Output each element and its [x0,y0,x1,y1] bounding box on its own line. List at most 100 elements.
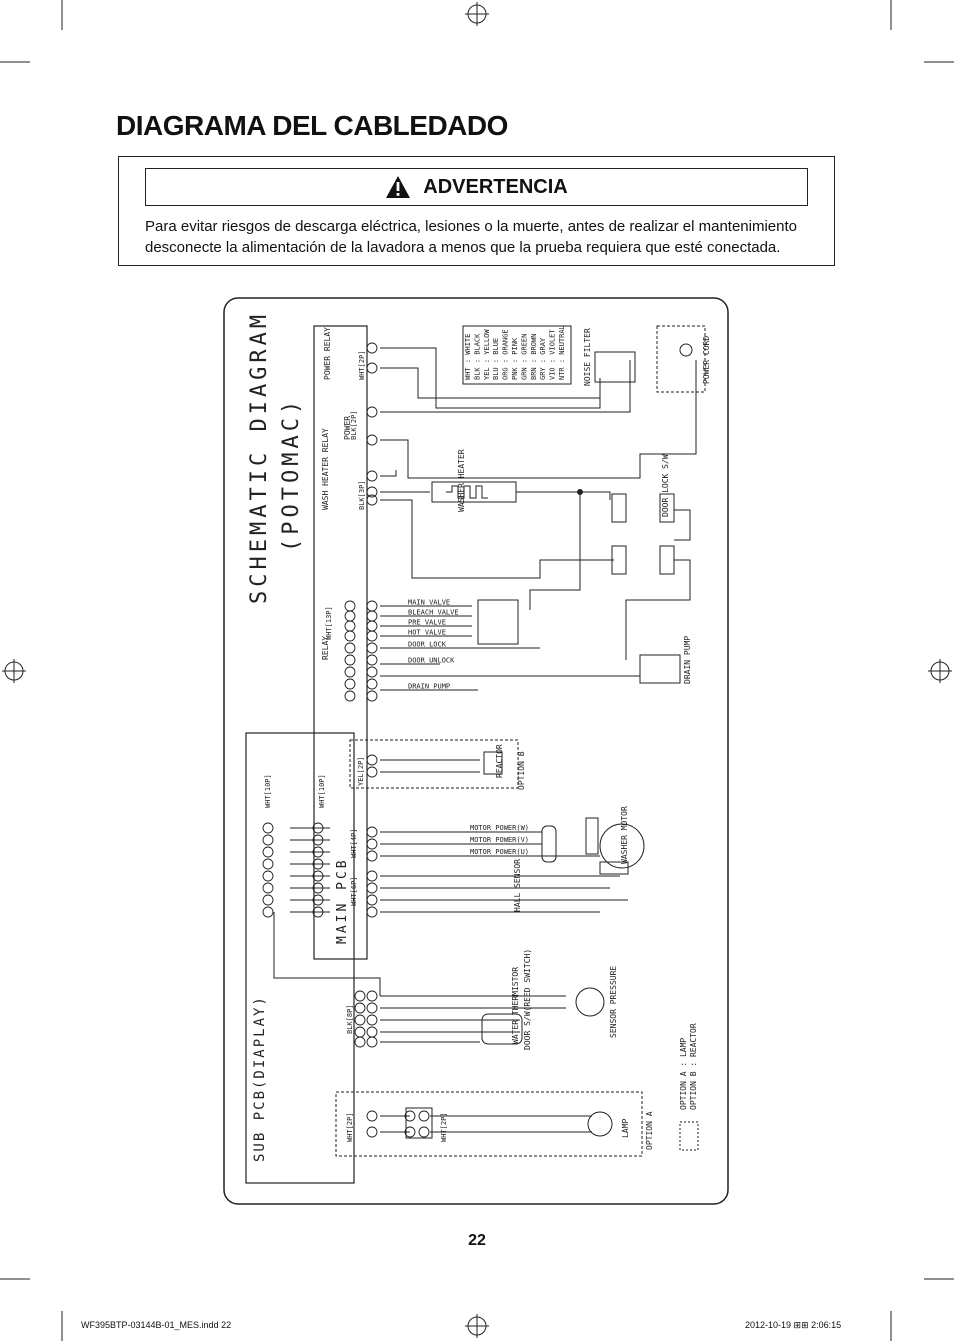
connector-pin [354,1036,366,1048]
valve-label: PRE VALVE [408,619,446,627]
relay-label: RELAY [321,636,330,660]
connector-pin [344,610,356,622]
reactor-label: REACTOR [495,744,504,778]
connector-pin [366,630,378,642]
connector-pin [366,1036,378,1048]
connector-pin [366,882,378,894]
power-cord-label: POWER CORD [702,336,711,384]
connector-pin [366,826,378,838]
sub-pcb-label: SUB PCB(DIAPLAY) [252,995,268,1162]
legend-entry: BLU : BLUE [492,338,500,380]
legend-entry: BRN : BROWN [530,334,538,380]
connector-pin [366,666,378,678]
connector-pin [366,486,378,498]
conn-wht10p-main: WHT[10P] [318,774,326,808]
option-note-b: OPTION B : REACTOR [689,1023,698,1110]
connector-pin [366,894,378,906]
conn-blk8p: BLK[8P] [346,1004,354,1034]
lamp-label: LAMP [621,1119,630,1138]
conn-wht2p-c: WHT[2P] [440,1112,448,1142]
connector-pin [354,1002,366,1014]
connector-pin [262,882,274,894]
lamp-icon [587,1111,613,1137]
valve-label: DOOR UNLOCK [408,657,455,665]
connector-pin [366,642,378,654]
connector-pin [366,990,378,1002]
warning-box [118,156,835,266]
footer-file: WF395BTP-03144B-01_MES.indd 22 [81,1320,232,1330]
legend-entry: PNK : PINK [511,337,519,380]
legend-entry: BLK : BLACK [473,333,481,380]
heater-element [431,481,517,503]
connector-pin [344,630,356,642]
connector-pin [366,766,378,778]
connector-pin [262,834,274,846]
conn-wht6p: WHT[6P] [350,876,358,906]
conn-wht10p-sub: WHT[10P] [264,774,272,808]
option-note-a: OPTION A : LAMP [679,1038,688,1110]
connector-pin [366,654,378,666]
motor-line-label: MOTOR POWER(U) [470,848,529,856]
wires [273,347,697,1133]
connector-pin [344,666,356,678]
main-pcb-box [313,325,368,960]
connector-pin [366,362,378,374]
heater-coil-icon [446,485,488,499]
washer-heater-label: WASHER HEATER [457,449,466,512]
motor-connector [585,817,599,855]
conn-wht2p-b: WHT[2P] [346,1112,354,1142]
motor-line-label: MOTOR POWER(V) [470,836,529,844]
drain-pump-box [639,654,681,684]
page-title: DIAGRAMA DEL CABLEDADO [116,110,508,141]
sub-pcb-box [245,732,355,1184]
legend-entry: GRN : GREEN [520,334,528,380]
motor-labels: MOTOR POWER(W) MOTOR POWER(V) MOTOR POWER(… [470,824,529,856]
connector-pin [366,406,378,418]
option-a-box [335,1091,643,1157]
noise-filter-label: NOISE FILTER [583,328,592,386]
legend-entry: VIO : VIOLET [549,329,557,380]
option-b-box [349,739,519,789]
components [335,325,706,1157]
pressure-sensor-icon [575,987,605,1017]
connector-pin [262,822,274,834]
motor-line-label: MOTOR POWER(W) [470,824,529,832]
connector-pin [418,1126,430,1138]
conn-wht13p: WHT[13P] [325,606,333,640]
connector-pin [366,620,378,632]
legend-box [462,325,572,385]
legend-entry: ORG : ORANGE [502,329,510,380]
connector-pin [366,470,378,482]
wash-heater-relay-label: WASH HEATER RELAY [321,428,330,510]
connector-pin [344,690,356,702]
page-number: 22 [468,1232,486,1249]
connector-pin [262,906,274,918]
noise-filter-box [594,351,636,383]
connector-pin [366,850,378,862]
hall-sensor-label: HALL SENSOR [513,859,522,912]
connector-pin [418,1110,430,1122]
water-thermistor-label: WATER THERMISTOR [511,967,520,1044]
connector-pin [354,990,366,1002]
motor-filter [541,825,557,863]
connector-pin [366,600,378,612]
connector-pin [366,434,378,446]
connector-pin [354,1026,366,1038]
connector-pin [366,494,378,506]
connector-pin [366,610,378,622]
washer-motor-icon [599,823,645,869]
hall-connector [599,861,629,875]
valve-block [477,599,519,645]
warning-triangle-icon [386,176,411,198]
thermistor-box [481,1013,523,1045]
connector-pin [344,642,356,654]
drain-pump-label: DRAIN PUMP [683,636,692,684]
valve-label: DRAIN PUMP [408,683,450,691]
door-sw-label: DOOR S/W(REED SWITCH) [523,949,532,1050]
connector-pin [366,1002,378,1014]
connector-pin [366,690,378,702]
connector-pin [366,870,378,882]
option-legend-box [679,1121,699,1151]
diagram-title: SCHEMATIC DIAGRAM [247,311,272,604]
